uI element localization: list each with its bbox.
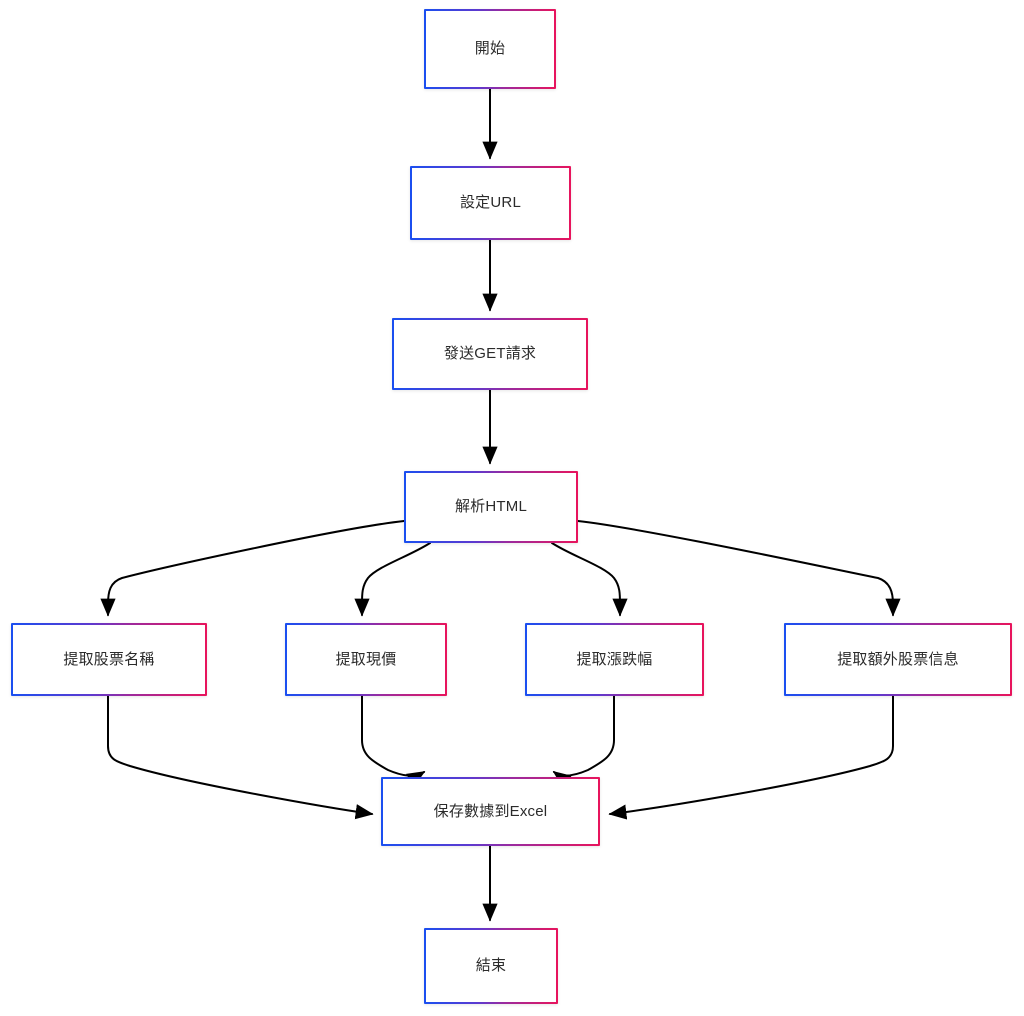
node-get_extra[interactable]: 提取額外股票信息 [784,623,1012,696]
edge-get_change-to-save_excel [552,695,615,788]
node-label-get_change: 提取漲跌幅 [576,650,653,668]
node-save_excel[interactable]: 保存數據到Excel [381,777,600,846]
node-label-start: 開始 [474,40,506,57]
edge-get_price-to-save_excel [361,695,426,787]
edge-parse_html-to-get_change [551,542,628,617]
node-label-parse_html: 解析HTML [454,498,528,515]
node-get_change[interactable]: 提取漲跌幅 [525,623,704,696]
node-label-end: 結束 [475,957,507,974]
node-send_get[interactable]: 發送GET請求 [392,318,588,390]
edge-parse_html-to-get_price [354,542,431,617]
node-end[interactable]: 結束 [424,928,558,1004]
node-label-save_excel: 保存數據到Excel [433,802,548,820]
node-set_url[interactable]: 設定URL [410,166,571,240]
node-label-set_url: 設定URL [459,194,521,211]
node-label-get_extra: 提取額外股票信息 [837,650,959,668]
node-parse_html[interactable]: 解析HTML [404,471,578,543]
node-label-get_name: 提取股票名稱 [63,650,155,668]
node-get_name[interactable]: 提取股票名稱 [11,623,207,696]
edge-get_extra-to-save_excel [608,695,894,820]
node-get_price[interactable]: 提取現價 [285,623,447,696]
edge-parse_html-to-get_extra [577,520,901,617]
node-label-send_get: 發送GET請求 [443,345,537,362]
node-start[interactable]: 開始 [424,9,556,89]
node-label-get_price: 提取現價 [335,650,397,668]
edge-parse_html-to-get_name [100,520,405,617]
edge-get_name-to-save_excel [107,695,374,820]
